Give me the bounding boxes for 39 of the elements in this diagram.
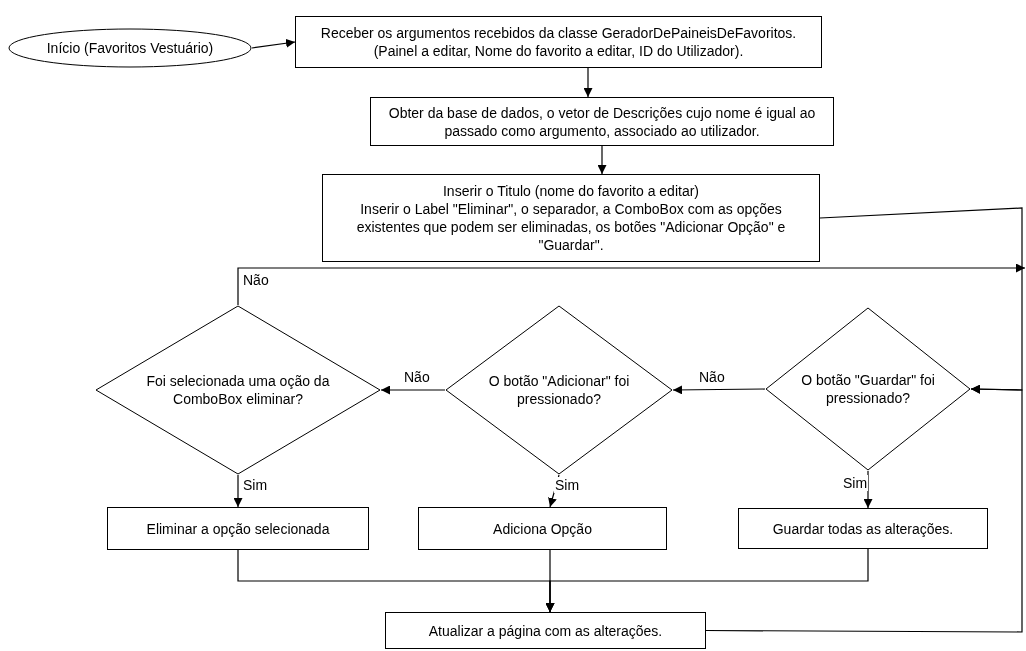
edge-label: Sim [554,477,581,493]
process-box [107,507,369,550]
process-box [322,174,820,262]
process-box [418,507,667,550]
node-text: O botão "Guardar" foi pressionado? [800,371,936,407]
node-text: Início (Favoritos Vestuário) [46,39,214,57]
arrow [237,263,1026,306]
node-text: Atualizar a página com as alterações. [428,621,663,640]
node-text: Inserir o Titulo (nome do favorito a editar) [443,182,699,200]
node-text: Guardar todas as alterações. [772,519,954,538]
arrow [545,548,869,613]
edge-label: Não [403,369,431,385]
node-text: Receber os argumentos recebidos da classe GeradorDePaineisDeFavoritos. (Painel a editar, Nome do favorito a editar, ID do Utilizador). [319,24,798,60]
arrow [583,67,593,98]
arrow [251,38,296,49]
process-box [738,508,988,549]
arrow [597,145,607,175]
edge-label: Não [242,272,270,288]
arrow [672,385,766,395]
decision-diamond [445,305,673,475]
node-text: O botão "Adicionar" foi pressionado? [487,372,631,408]
edge-label: Sim [242,477,269,493]
node-text: Adiciona Opção [493,519,592,538]
process-box [295,16,822,68]
arrow [380,385,446,395]
decision-diamond [765,307,971,471]
decision-diamond [95,305,381,475]
edge-label: Não [698,369,726,385]
process-box [370,97,834,146]
node-text: Obter da base de dados, o vetor de Descrições cujo nome é igual ao passado como argumento, associado ao utilizador. [387,103,817,140]
arrow [705,384,1023,633]
edge-label: Sim [842,475,869,491]
process-box [385,612,706,649]
arrow [863,470,873,509]
node-text: Foi selecionada uma oção da ComboBox eliminar? [145,372,331,408]
start-ellipse [8,28,252,68]
node-text: Eliminar a opção selecionada [146,519,330,538]
node-text: Inserir o Label "Eliminar", o separador, a ComboBox com as opções existentes que podem ser eliminadas, os botões "Adicionar Opção" e "Guardar". [355,200,787,254]
arrow [233,474,243,508]
